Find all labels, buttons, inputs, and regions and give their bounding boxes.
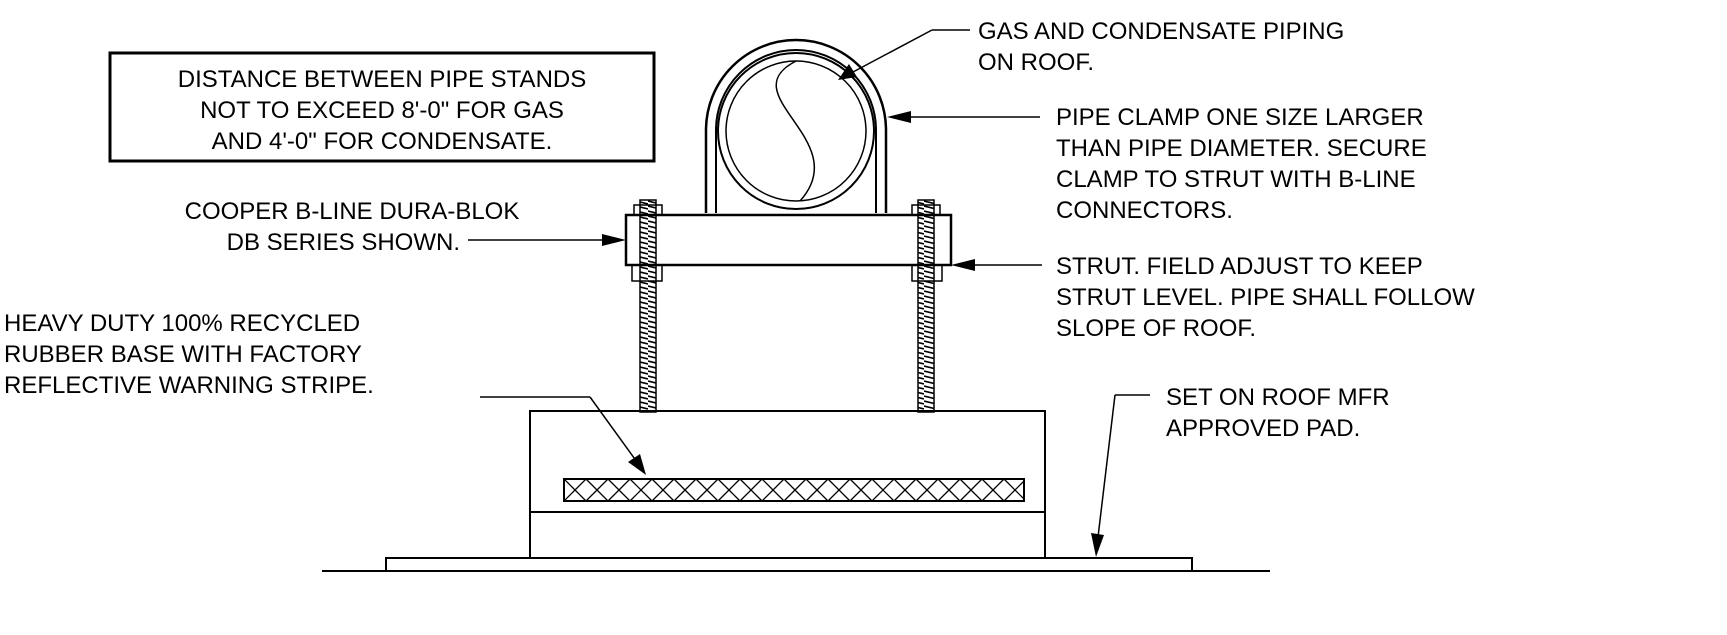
- gas-piping-note: GAS AND CONDENSATE PIPING ON ROOF.: [978, 18, 1344, 76]
- distance-note: DISTANCE BETWEEN PIPE STANDS NOT TO EXCE…: [108, 51, 656, 163]
- pipe-clamp-note-line-4: CONNECTORS.: [1056, 197, 1233, 224]
- distance-note-line-1: DISTANCE BETWEEN PIPE STANDS: [178, 66, 587, 93]
- rubber-base-note-line-1: HEAVY DUTY 100% RECYCLED: [4, 310, 360, 337]
- strut-note: STRUT. FIELD ADJUST TO KEEP STRUT LEVEL.…: [1056, 253, 1475, 342]
- leader-pipe-clamp: [887, 111, 1040, 123]
- pipe-clamp-note: PIPE CLAMP ONE SIZE LARGER THAN PIPE DIA…: [1056, 104, 1427, 224]
- cooper-note-line-1: COOPER B-LINE DURA-BLOK: [185, 198, 520, 225]
- threaded-rod-right: [917, 199, 935, 413]
- rubber-base-note: HEAVY DUTY 100% RECYCLED RUBBER BASE WIT…: [4, 310, 374, 399]
- leader-strut: [951, 259, 1042, 271]
- distance-note-line-3: AND 4'-0" FOR CONDENSATE.: [212, 128, 553, 155]
- distance-note-border: [108, 51, 656, 163]
- strut-note-line-1: STRUT. FIELD ADJUST TO KEEP: [1056, 253, 1423, 280]
- pipe-clamp-note-line-1: PIPE CLAMP ONE SIZE LARGER: [1056, 104, 1424, 131]
- rubber-base-note-line-3: REFLECTIVE WARNING STRIPE.: [4, 372, 374, 399]
- pipe-clamp-note-line-3: CLAMP TO STRUT WITH B-LINE: [1056, 166, 1416, 193]
- pad-note: SET ON ROOF MFR APPROVED PAD.: [1166, 384, 1390, 442]
- leader-rubber-base: [480, 396, 646, 475]
- leader-gas-piping: [838, 29, 970, 80]
- strut: [624, 213, 953, 267]
- pad-note-line-2: APPROVED PAD.: [1166, 415, 1360, 442]
- rubber-base-body: [529, 410, 1046, 559]
- roof-pad: [385, 557, 1193, 572]
- threaded-rod-left: [639, 199, 657, 413]
- gas-piping-note-line-2: ON ROOF.: [978, 49, 1094, 76]
- rubber-base-note-line-2: RUBBER BASE WITH FACTORY: [4, 341, 362, 368]
- leader-cooper: [468, 234, 626, 246]
- cooper-note-line-2: DB SERIES SHOWN.: [227, 229, 460, 256]
- leader-pad: [1091, 394, 1150, 557]
- warning-stripe-hatch: [564, 479, 1024, 501]
- pad-note-line-1: SET ON ROOF MFR: [1166, 384, 1390, 411]
- cooper-note: COOPER B-LINE DURA-BLOK DB SERIES SHOWN.: [185, 198, 520, 256]
- strut-note-line-3: SLOPE OF ROOF.: [1056, 315, 1256, 342]
- pipe: [717, 52, 875, 210]
- pipe-clamp: [704, 38, 888, 213]
- pipe-clamp-note-line-2: THAN PIPE DIAMETER. SECURE: [1056, 135, 1427, 162]
- gas-piping-note-line-1: GAS AND CONDENSATE PIPING: [978, 18, 1344, 45]
- distance-note-line-2: NOT TO EXCEED 8'-0" FOR GAS: [200, 97, 564, 124]
- rubber-base: [529, 410, 1046, 559]
- strut-note-line-2: STRUT LEVEL. PIPE SHALL FOLLOW: [1056, 284, 1475, 311]
- warning-stripe: [563, 478, 1025, 502]
- pipe-break-symbol: [775, 60, 815, 202]
